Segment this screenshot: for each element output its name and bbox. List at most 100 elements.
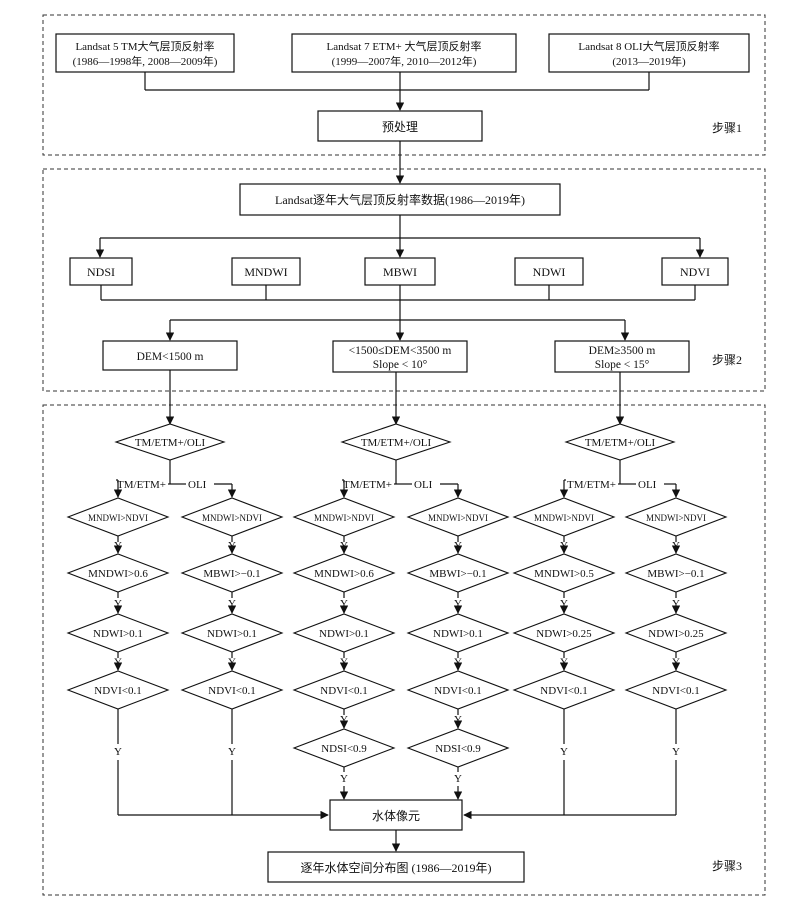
criterion-5-2-label: NDWI>0.25 (648, 628, 704, 640)
criterion-4-2-label: NDWI>0.25 (536, 628, 592, 640)
step1-region (42, 14, 766, 156)
sensor-decision-label: TM/ETM+/OLI (585, 437, 656, 449)
criterion-0-0-diamond (66, 497, 170, 537)
index-mndwi-label: MNDWI (244, 265, 287, 279)
criterion-4-3-diamond (512, 670, 616, 710)
criterion-1-1-diamond (180, 553, 284, 593)
dem-low-line1: DEM<1500 m (137, 351, 204, 363)
index-ndwi-label: NDWI (533, 265, 566, 279)
dem-box-low (102, 340, 238, 371)
criterion-5-1-diamond (624, 553, 728, 593)
criterion-2-3-diamond (292, 670, 396, 710)
dem-box-mid (332, 340, 468, 373)
yes-label: Y (228, 598, 236, 610)
yes-label: Y (454, 773, 462, 785)
criterion-3-0-diamond (406, 497, 510, 537)
criterion-1-0-diamond (180, 497, 284, 537)
criterion-4-0-diamond (512, 497, 616, 537)
criterion-4-0-label: MNDWI>NDVI (534, 513, 594, 523)
water-pixel-label: 水体像元 (372, 809, 420, 823)
index-ndvi-label: NDVI (680, 265, 710, 279)
criterion-2-4-label: NDSI<0.9 (321, 743, 367, 755)
criterion-2-3-label: NDVI<0.1 (320, 685, 367, 697)
criterion-2-0-label: MNDWI>NDVI (314, 513, 374, 523)
criterion-2-2-diamond (292, 613, 396, 653)
criterion-4-3-label: NDVI<0.1 (540, 685, 587, 697)
criterion-5-0-label: MNDWI>NDVI (646, 513, 706, 523)
branch-label-tm-etm: TM/ETM+ (567, 479, 616, 491)
yes-label: Y (454, 598, 462, 610)
criterion-0-3-diamond (66, 670, 170, 710)
source-etm-line2: (1999—2007年, 2010—2012年) (332, 54, 477, 68)
criterion-2-1-label: MNDWI>0.6 (314, 568, 374, 580)
criterion-1-0-label: MNDWI>NDVI (202, 513, 262, 523)
annual-data-label: Landsat逐年大气层顶反射率数据(1986—2019年) (275, 192, 525, 207)
yes-label: Y (340, 598, 348, 610)
water-pixel-box (329, 799, 463, 831)
sensor-decision-diamond (114, 423, 226, 461)
criterion-4-1-diamond (512, 553, 616, 593)
criterion-1-2-label: NDWI>0.1 (207, 628, 257, 640)
dem-box-high (554, 340, 690, 373)
step1-label: 步骤1 (712, 121, 742, 135)
dem-high-line1: DEM≥3500 m (589, 345, 656, 357)
source-box-tm (55, 33, 235, 73)
criterion-1-2-diamond (180, 613, 284, 653)
sensor-decision-label: TM/ETM+/OLI (361, 437, 432, 449)
branch-label-tm-etm: TM/ETM+ (343, 479, 392, 491)
yes-label: Y (340, 773, 348, 785)
branch-label-oli: OLI (638, 479, 657, 491)
criterion-0-2-label: NDWI>0.1 (93, 628, 143, 640)
yes-label: Y (340, 714, 348, 726)
index-box-mndwi (231, 257, 301, 286)
dem-mid-line2: Slope < 10° (373, 359, 428, 371)
criterion-3-2-label: NDWI>0.1 (433, 628, 483, 640)
criterion-3-0-label: MNDWI>NDVI (428, 513, 488, 523)
criterion-5-1-label: MBWI>−0.1 (647, 568, 704, 580)
criterion-1-1-label: MBWI>−0.1 (203, 568, 260, 580)
criterion-5-3-diamond (624, 670, 728, 710)
criterion-3-1-diamond (406, 553, 510, 593)
yes-label: Y (454, 714, 462, 726)
yes-label: Y (114, 598, 122, 610)
criterion-2-0-diamond (292, 497, 396, 537)
source-tm-line2: (1986—1998年, 2008—2009年) (73, 54, 218, 68)
criterion-4-1-label: MNDWI>0.5 (534, 568, 594, 580)
sensor-decision-diamond (340, 423, 452, 461)
criterion-3-3-diamond (406, 670, 510, 710)
source-box-oli (548, 33, 750, 73)
criterion-0-0-label: MNDWI>NDVI (88, 513, 148, 523)
index-box-mbwi (364, 257, 436, 286)
branch-label-oli: OLI (414, 479, 433, 491)
criterion-0-1-diamond (66, 553, 170, 593)
yes-label: Y (672, 598, 680, 610)
source-oli-line1: Landsat 8 OLI大气层顶反射率 (578, 39, 719, 53)
step2-label: 步骤2 (712, 353, 742, 367)
source-oli-line2: (2013—2019年) (612, 54, 686, 68)
source-tm-line1: Landsat 5 TM大气层顶反射率 (75, 39, 214, 53)
criterion-3-2-diamond (406, 613, 510, 653)
yes-label: Y (560, 598, 568, 610)
criterion-4-2-diamond (512, 613, 616, 653)
index-ndsi-label: NDSI (87, 265, 115, 279)
output-box (267, 851, 525, 883)
criterion-0-1-label: MNDWI>0.6 (88, 568, 148, 580)
yes-label: Y (114, 746, 122, 758)
criterion-3-1-label: MBWI>−0.1 (429, 568, 486, 580)
yes-label: Y (560, 746, 568, 758)
criterion-1-3-diamond (180, 670, 284, 710)
sensor-decision-label: TM/ETM+/OLI (135, 437, 206, 449)
criterion-5-2-diamond (624, 613, 728, 653)
criterion-0-3-label: NDVI<0.1 (94, 685, 141, 697)
preprocess-label: 预处理 (382, 120, 418, 134)
source-box-etm (291, 33, 517, 73)
output-label: 逐年水体空间分布图 (1986—2019年) (301, 861, 492, 875)
sensor-decision-diamond (564, 423, 676, 461)
criterion-5-3-label: NDVI<0.1 (652, 685, 699, 697)
yes-label: Y (672, 746, 680, 758)
criterion-1-3-label: NDVI<0.1 (208, 685, 255, 697)
criterion-3-4-label: NDSI<0.9 (435, 743, 481, 755)
criterion-2-1-diamond (292, 553, 396, 593)
step2-region (42, 168, 766, 392)
